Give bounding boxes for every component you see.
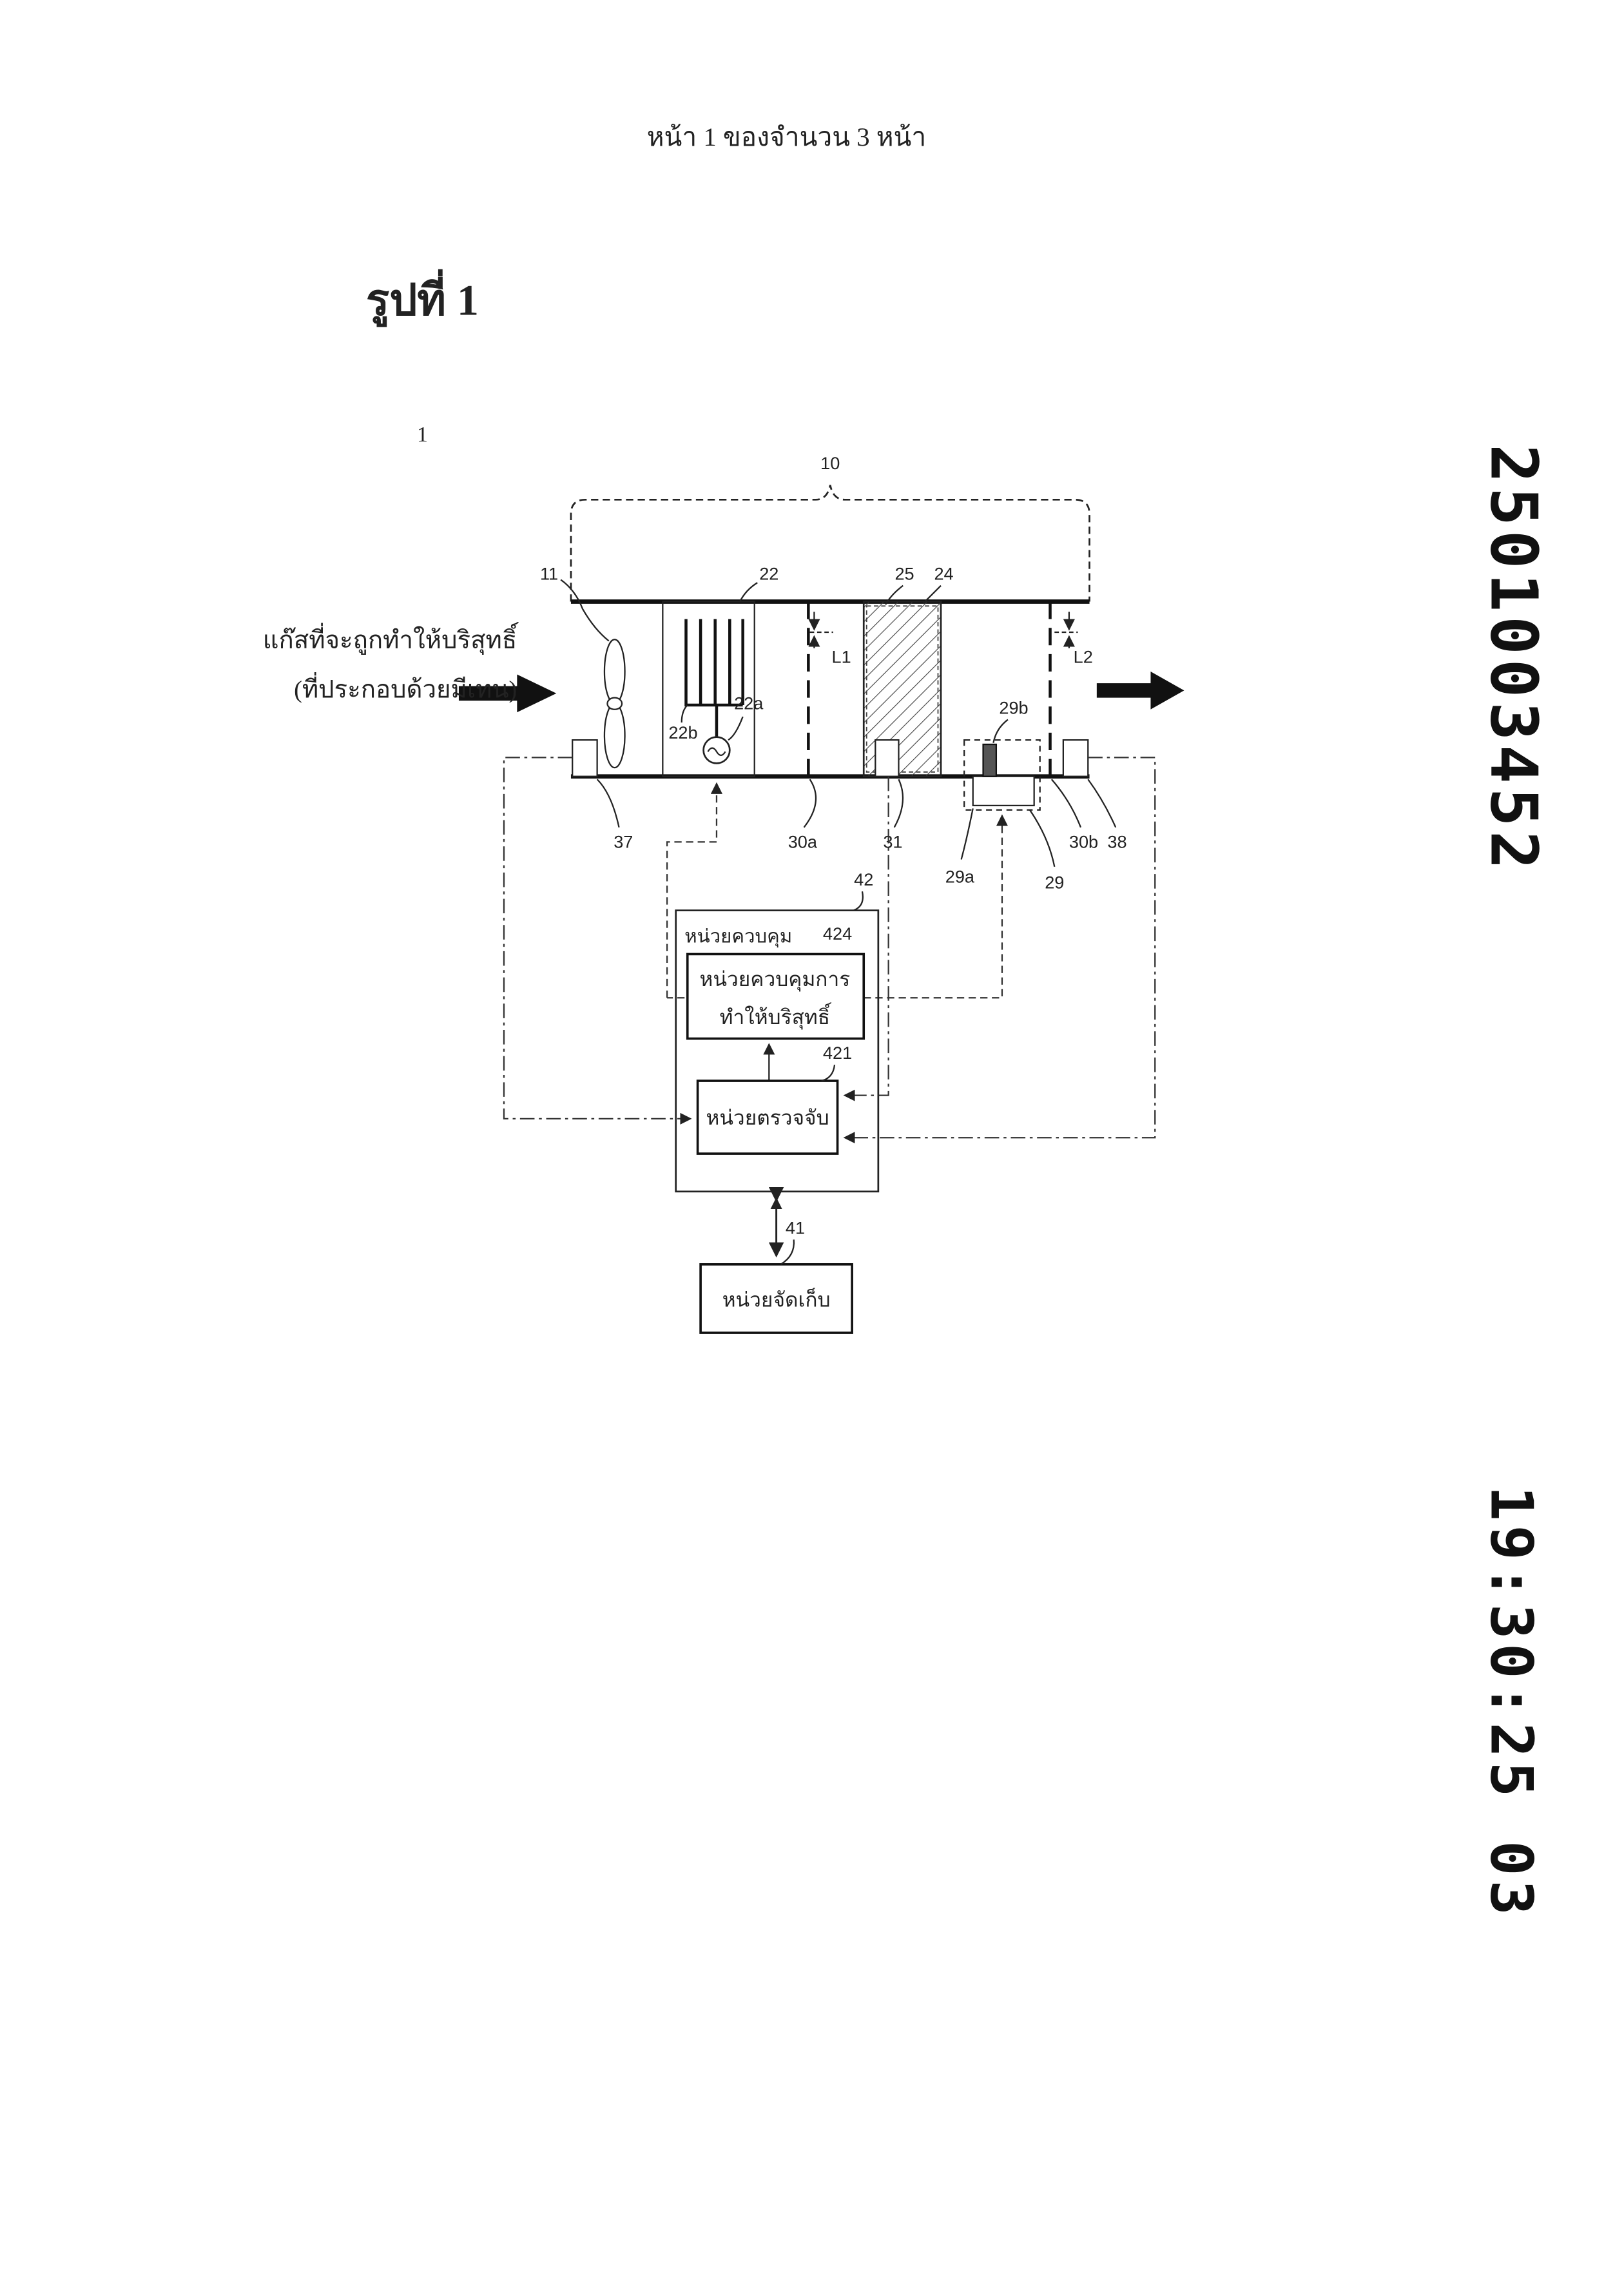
heater-section: [662, 601, 755, 777]
label-31: 31: [883, 831, 902, 851]
inlet-arrow-icon: [458, 674, 557, 713]
figure-title: รูปที่ 1: [366, 268, 479, 327]
leader-11: [560, 579, 610, 642]
device-29a: [972, 775, 1035, 807]
leader-22b: [681, 704, 688, 723]
leader-22a: [728, 716, 744, 741]
label-29a: 29a: [945, 867, 975, 887]
purification-control-box-424: [686, 953, 865, 1040]
page-indicator: หน้า 1 ของจำนวน 3 หน้า: [647, 122, 926, 151]
label-30a: 30a: [788, 831, 818, 851]
leader-22: [739, 582, 758, 603]
bottom-leaders: [596, 779, 1117, 867]
sensor-signal-lines: [503, 757, 1156, 1144]
purification-control-label-line1: หน่วยควบคุมการ: [700, 968, 851, 992]
leader-25: [885, 585, 904, 605]
leader-421: [821, 1065, 836, 1082]
filter-frame-25: [865, 605, 939, 773]
label-424: 424: [823, 924, 852, 944]
label-11: 11: [540, 564, 558, 584]
gap-L2-marker: [1054, 612, 1078, 648]
device-29: [963, 739, 1041, 811]
label-41: 41: [786, 1217, 805, 1237]
label-421: 421: [823, 1043, 852, 1063]
inlet-gas-label-line2: (ที่ประกอบด้วยมีเทน): [294, 672, 517, 704]
storage-label: หน่วยจัดเก็บ: [722, 1287, 831, 1311]
label-22b: 22b: [668, 722, 697, 742]
ac-source-icon: [702, 736, 731, 764]
label-30b: 30b: [1069, 831, 1098, 851]
leader-29b: [992, 719, 1009, 743]
outlet-arrow-icon: [1096, 671, 1184, 710]
leader-42: [853, 891, 864, 911]
gap-L1-marker: [808, 612, 833, 648]
label-22a: 22a: [734, 693, 764, 713]
arrowhead-up: [770, 1197, 782, 1209]
stamp-top: 2501003452: [1476, 444, 1550, 873]
label-L1: L1: [832, 646, 851, 666]
leader-24: [923, 585, 942, 604]
label-29: 29: [1045, 873, 1064, 893]
system-ref-label: 1: [417, 423, 428, 447]
storage-box-41: [699, 1263, 853, 1334]
label-29b: 29b: [999, 698, 1028, 718]
label-24: 24: [934, 564, 953, 584]
device-29b: [982, 743, 998, 777]
sensor-37: [572, 739, 598, 777]
purification-control-label-line2: ทำให้บริสุทธิ์: [720, 1002, 832, 1030]
label-L2: L2: [1074, 646, 1093, 666]
control-signal-lines: [666, 782, 1008, 999]
detection-label: หน่วยตรวจจับ: [706, 1107, 829, 1129]
controller-label: หน่วยควบคุม: [684, 926, 792, 947]
label-10: 10: [820, 453, 840, 473]
stamp-bottom: 19:30:25 03: [1477, 1486, 1545, 1919]
inlet-gas-label-line1: แก๊สที่จะถูกทำให้บริสุทธิ์: [263, 622, 519, 655]
label-22: 22: [759, 564, 778, 584]
detection-box-421: [696, 1079, 839, 1155]
label-37: 37: [614, 831, 633, 851]
sensor-31: [875, 739, 900, 777]
label-25: 25: [894, 564, 914, 584]
unit-brace: [570, 485, 1090, 602]
heater-fins-icon: [684, 619, 744, 737]
label-42: 42: [854, 869, 873, 889]
fan-icon: [603, 639, 626, 769]
sensor-38: [1062, 739, 1089, 777]
leader-41: [780, 1239, 795, 1265]
label-38: 38: [1107, 831, 1126, 851]
